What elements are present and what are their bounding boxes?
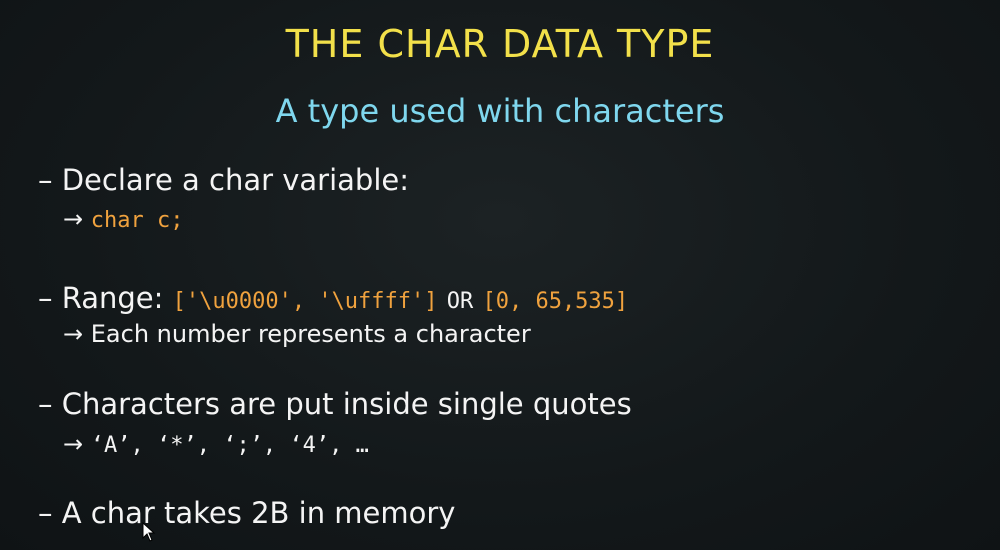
arrow-icon: →	[63, 205, 84, 233]
sub-declare: → char c;	[63, 205, 183, 233]
char-examples: ‘A’, ‘*’, ‘;’, ‘4’, …	[90, 433, 369, 458]
bullet-dash: –	[38, 281, 53, 315]
range-numeric: [0, 65,535]	[482, 289, 629, 314]
bullet-declare: – Declare a char variable:	[38, 163, 409, 197]
code-snippet: char c;	[90, 208, 184, 233]
sub-quotes: → ‘A’, ‘*’, ‘;’, ‘4’, …	[63, 430, 369, 458]
sub-range: → Each number represents a character	[63, 320, 531, 348]
arrow-icon: →	[63, 320, 84, 348]
slide-title: THE CHAR DATA TYPE	[285, 22, 715, 66]
mouse-pointer-icon	[142, 521, 156, 546]
bullet-text: Characters are put inside single quotes	[61, 387, 632, 421]
bullet-text: Range:	[61, 281, 164, 315]
bullet-quotes: – Characters are put inside single quote…	[38, 387, 632, 421]
range-unicode: ['\u0000', '\uffff']	[172, 289, 438, 314]
bullet-dash: –	[38, 387, 53, 421]
bullet-dash: –	[38, 496, 53, 530]
bullet-text: A char takes 2B in memory	[61, 496, 456, 530]
range-or: OR	[446, 289, 474, 314]
bullet-text: Declare a char variable:	[61, 163, 409, 197]
arrow-icon: →	[63, 430, 84, 458]
bullet-range: – Range: ['\u0000', '\uffff'] OR [0, 65,…	[38, 281, 628, 315]
sub-text: Each number represents a character	[90, 320, 531, 348]
bullet-memory: – A char takes 2B in memory	[38, 496, 455, 530]
slide-subtitle: A type used with characters	[275, 92, 725, 130]
bullet-dash: –	[38, 163, 53, 197]
